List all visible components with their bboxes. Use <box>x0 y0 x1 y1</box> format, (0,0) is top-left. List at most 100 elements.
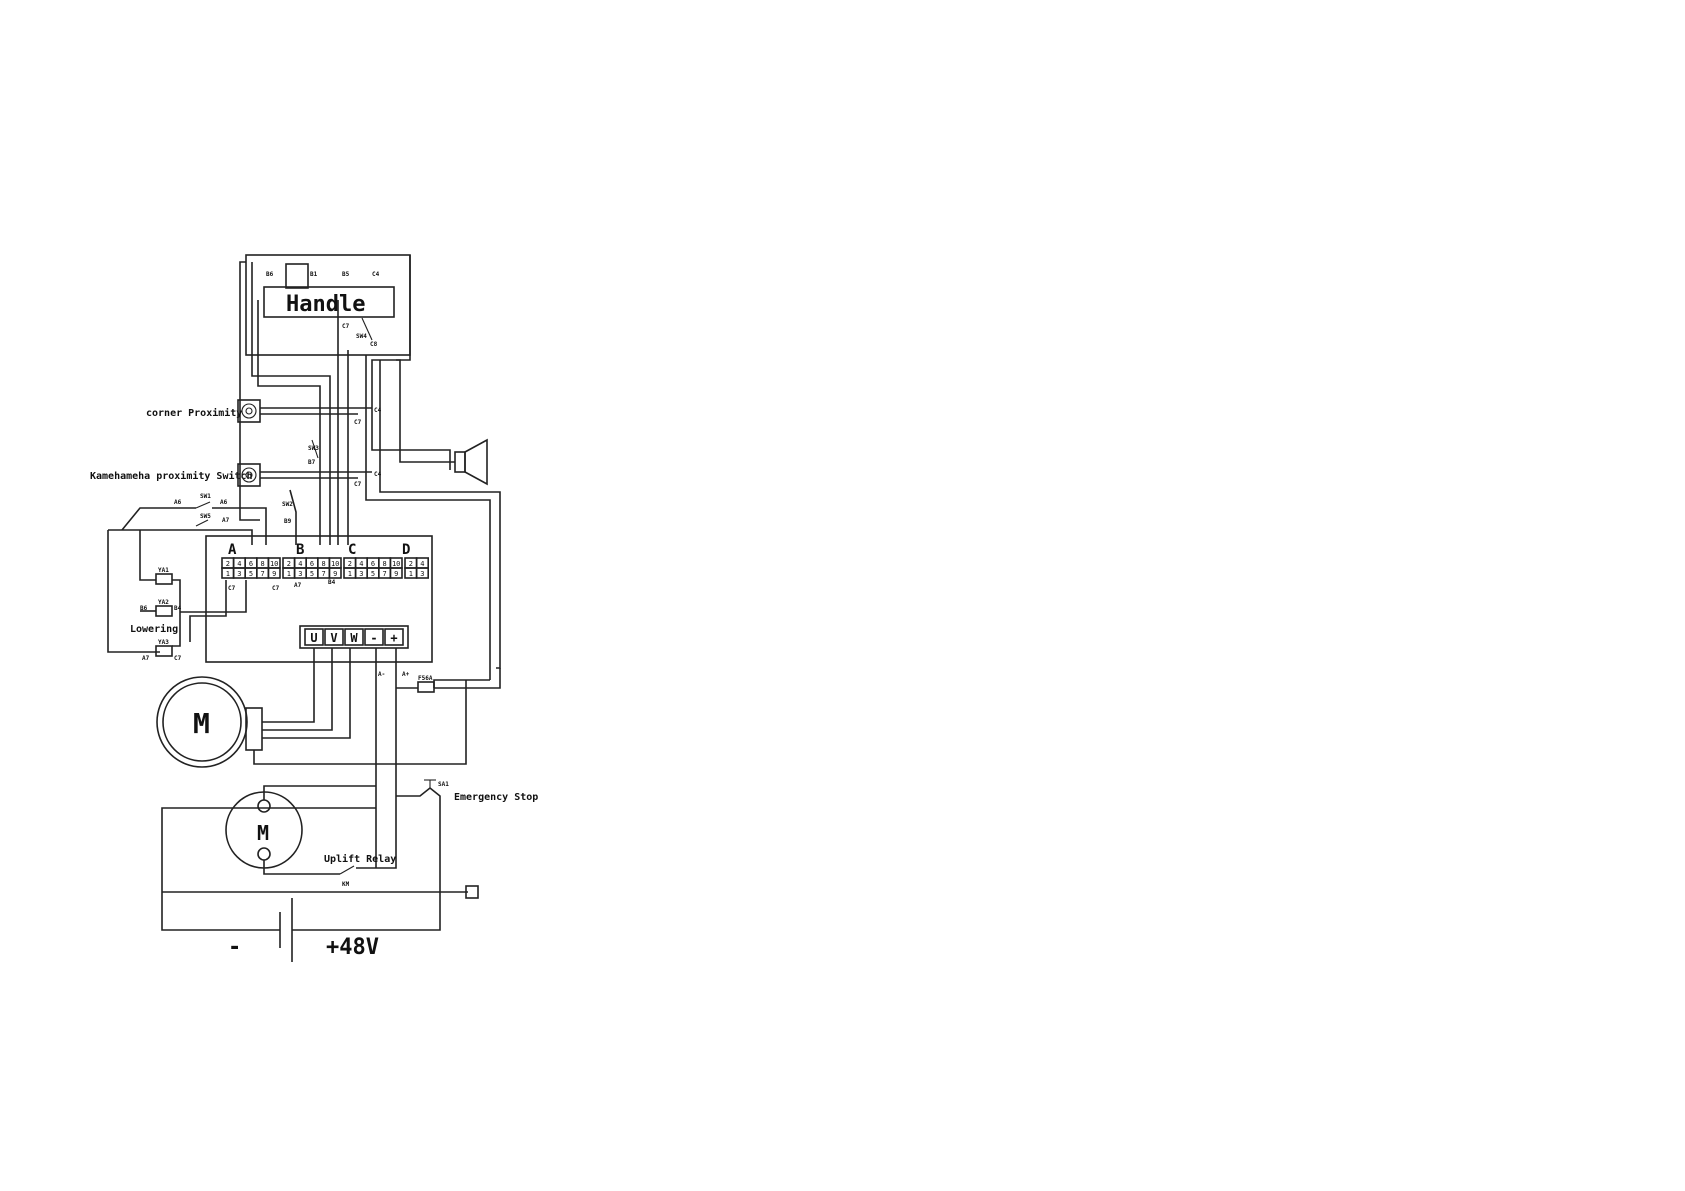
battery-minus-label: - <box>228 935 241 960</box>
drive-motor-outer <box>156 676 248 768</box>
wire-uplift-relay <box>356 696 397 869</box>
wire-fuse-out <box>434 668 501 689</box>
connector-pin-cell <box>389 567 403 579</box>
power-terminal-cell <box>324 628 344 646</box>
wire-drive-return <box>253 680 467 765</box>
battery-circuit: - +48V <box>161 807 479 962</box>
wire-c4-right <box>365 355 491 680</box>
drive-motor-inner <box>162 682 242 762</box>
power-terminal-cell <box>364 628 384 646</box>
connector-pin-number: 9 <box>333 570 337 578</box>
connector-pin-number: 4 <box>298 560 302 568</box>
battery-plus-label: +48V <box>326 935 379 960</box>
drive-motor-label: M <box>193 707 210 740</box>
tag-a-plus: A+ <box>402 671 410 678</box>
wire-conn-ya2 <box>180 580 247 613</box>
wire-valves <box>172 579 181 647</box>
power-terminal-label: U <box>310 631 317 645</box>
connector-pin-number: 8 <box>260 560 264 568</box>
tag-a7-conn: A7 <box>294 582 302 589</box>
tag-b9: B9 <box>284 518 292 525</box>
connector-pin-cell <box>415 567 430 579</box>
handle-box <box>263 286 395 318</box>
tag-ya3: YA3 <box>158 639 169 646</box>
drive-motor: M <box>156 648 467 768</box>
tag-b4-low: B4 <box>174 605 182 612</box>
connector-pin-number: 5 <box>249 570 253 578</box>
connector-pin-number: 2 <box>409 560 413 568</box>
kamehameha-sensor-icon <box>241 467 257 483</box>
tag-a6: A6 <box>174 499 182 506</box>
corner-proximity-sensor-core <box>245 407 253 415</box>
handle-unit: Handle B6 B1 B5 C4 C7 SW4 C8 <box>245 254 451 470</box>
connector-pin-number: 8 <box>321 560 325 568</box>
emergency-stop: SA1 Emergency Stop <box>396 779 538 892</box>
uplift-relay-label: Uplift Relay <box>324 853 396 865</box>
pump-motor: M Uplift Relay KM <box>225 785 396 888</box>
connector-pin-number: 10 <box>331 560 339 568</box>
valve-ya1 <box>155 573 173 585</box>
charger-plug-icon <box>465 885 479 899</box>
kamehameha-proximity-switch: Kamehameha proximity Switch C4 C7 <box>90 463 382 488</box>
tag-sw-left-mid: SW5 <box>200 513 211 520</box>
tag-sw-handle: SW4 <box>356 333 367 340</box>
connector-pin-number: 1 <box>226 570 230 578</box>
connector-pin-number: 1 <box>409 570 413 578</box>
tag-ya1: YA1 <box>158 567 169 574</box>
wire-sw5 <box>108 529 253 545</box>
lowering-label: Lowering <box>130 623 178 635</box>
connector-pin-number: 4 <box>359 560 363 568</box>
connector-pin-number: 4 <box>237 560 241 568</box>
tag-c4-kame: C4 <box>374 471 382 478</box>
tag-a7: A7 <box>222 517 230 524</box>
connector-header-c: C <box>348 542 356 558</box>
connector-pin-number: 1 <box>287 570 291 578</box>
uplift-relay-contact <box>339 865 355 875</box>
wire-b1 <box>257 300 321 545</box>
wire-w <box>262 648 351 739</box>
wire-fuse-tap <box>433 679 490 688</box>
handle-switch <box>361 317 373 341</box>
sw5-blade <box>195 519 209 527</box>
corner-proximity-sensor-icon <box>241 403 257 419</box>
wire-conn-ya3 <box>189 580 227 642</box>
connector-pin-number: 7 <box>260 570 264 578</box>
wire-u <box>262 648 315 723</box>
tag-a6b: A6 <box>220 499 228 506</box>
tag-c8: C8 <box>370 341 378 348</box>
tag-sw-b9: SW2 <box>282 501 293 508</box>
connector-pin-number: 10 <box>270 560 278 568</box>
tag-c7-conn-a: C7 <box>228 585 236 592</box>
tag-b7: B7 <box>308 459 316 466</box>
power-terminal-label: - <box>370 631 377 645</box>
connector-pin-number: 6 <box>310 560 314 568</box>
tag-b5: B5 <box>342 271 350 278</box>
connector-pin-number: 6 <box>371 560 375 568</box>
connector-pin-number: 5 <box>310 570 314 578</box>
left-switches: SW1 A6 A6 SW5 A7 <box>107 493 267 653</box>
tag-a-minus: A- <box>378 671 385 678</box>
tag-c7-handle: C7 <box>342 323 350 330</box>
horn-icon <box>464 438 488 486</box>
controller-box <box>205 535 433 663</box>
power-bus: A- A+ F56A <box>356 648 501 869</box>
tag-c4-corner: C4 <box>374 407 382 414</box>
wire-ya1 <box>139 530 156 581</box>
fuse-label: F56A <box>418 675 433 682</box>
wire-handle-horn <box>371 255 451 470</box>
pump-motor-terminal-top <box>257 799 271 813</box>
pump-motor-terminal-bottom <box>257 847 271 861</box>
connector-pin-number: 7 <box>382 570 386 578</box>
connector-pin-number: 3 <box>420 570 424 578</box>
kamehameha-switch-box <box>237 463 261 487</box>
wire-left-loop <box>107 530 160 653</box>
corner-proximity-label: corner Proximity <box>146 407 242 419</box>
tag-a7-low: A7 <box>142 655 150 662</box>
corner-proximity-switch: corner Proximity C4 C7 <box>146 399 382 426</box>
connector-pin-cell <box>267 567 281 579</box>
tag-ya2: YA2 <box>158 599 169 606</box>
